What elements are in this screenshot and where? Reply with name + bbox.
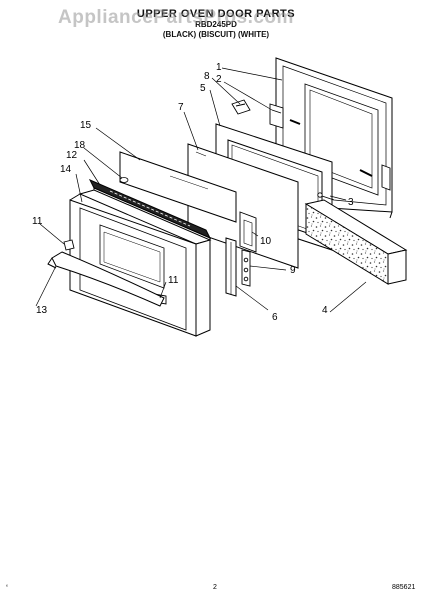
callout-1: 1 [216, 62, 222, 73]
callout-14: 14 [60, 164, 72, 175]
callout-9: 9 [290, 265, 296, 276]
part-6-seal-channel [225, 237, 237, 297]
leader-lines [35, 67, 367, 313]
diagram-title: UPPER OVEN DOOR PARTS [136, 8, 296, 20]
model-number: RBD245PD [195, 20, 237, 29]
callout-7: 7 [178, 102, 184, 113]
callout-10: 10 [260, 236, 272, 247]
callout-13: 13 [36, 305, 48, 316]
corner-mark: ‘ [6, 583, 8, 593]
callout-4: 4 [322, 305, 328, 316]
callout-18: 18 [74, 140, 86, 151]
part-18-vent [119, 177, 129, 183]
figure-number: 885621 [392, 584, 416, 591]
callout-numbers: 1 2 3 4 5 6 7 8 9 10 11 11 12 13 14 15 1… [32, 62, 354, 323]
callout-11-left: 11 [32, 216, 43, 227]
callout-15: 15 [80, 120, 92, 131]
part-2-hinge-bracket [269, 103, 391, 191]
callout-11-right: 11 [168, 275, 179, 286]
callout-8: 8 [204, 71, 210, 82]
part-13-door-handle [47, 251, 165, 307]
callout-5: 5 [200, 83, 206, 94]
part-15-glass-panel [119, 151, 237, 223]
page-number: 2 [213, 584, 217, 591]
callout-2: 2 [216, 74, 222, 85]
callout-3: 3 [348, 197, 354, 208]
callout-12: 12 [66, 150, 78, 161]
part-10-spacer [239, 211, 257, 253]
color-variants: (BLACK) (BISCUIT) (WHITE) [162, 30, 270, 39]
part-9-retainer [241, 249, 251, 287]
part-3-screw [317, 192, 335, 201]
part-8-clip [231, 99, 251, 115]
callout-6: 6 [272, 312, 278, 323]
part-4-insulation [304, 199, 408, 285]
